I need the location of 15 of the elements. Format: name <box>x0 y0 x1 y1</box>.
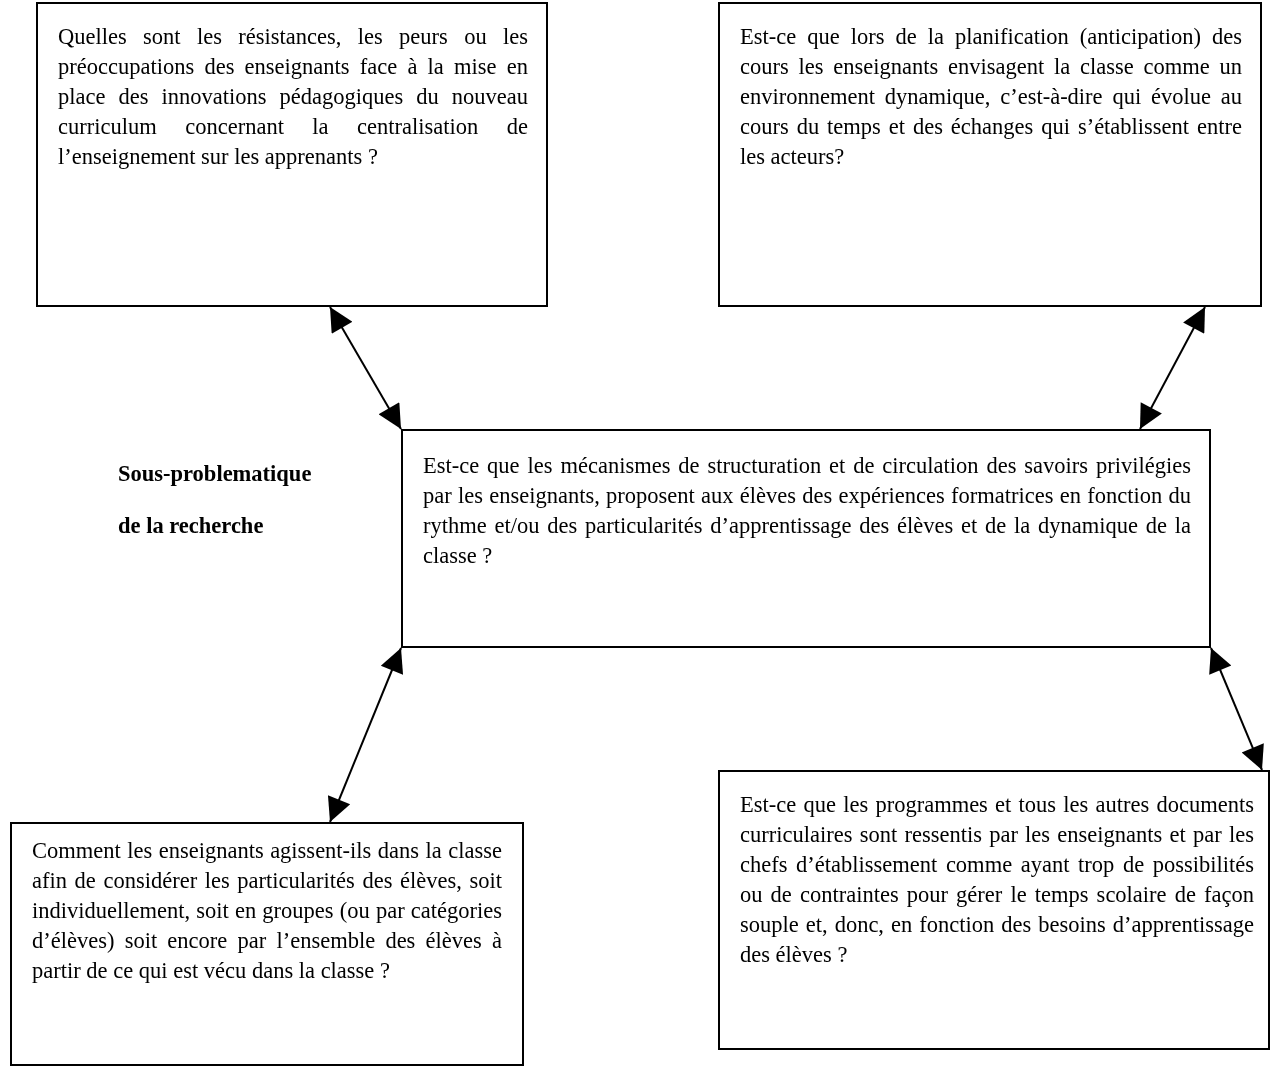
double-arrow <box>329 306 402 430</box>
question-box <box>36 2 548 307</box>
question-text: Quelles sont les résistances, les peurs ou les préoccupations des enseignants face à la mise en place des innovations pédagogiques du nouveau curriculum concernant la centralisation de l’enseignement sur les apprenants ? <box>58 23 528 171</box>
double-arrow <box>1139 306 1206 430</box>
question-text: Comment les enseignants agissent-ils dans la classe afin de considérer les particularités des élèves, soit individuellement, soit en groupes (ou par catégories d’élèves) soit encore par l’ensemble des élèves à partir de ce qui est vécu dans la classe ? <box>32 837 502 985</box>
double-arrow <box>327 647 404 823</box>
question-box <box>401 429 1211 648</box>
question-text: Est-ce que lors de la planification (anticipation) des cours les enseignants envisagent la classe comme un environnement dynamique, c’est-à-dire qui évolue au cours du temps et des échanges qui s’établissent entre les acteurs? <box>740 23 1242 171</box>
question-text: Est-ce que les mécanismes de structuration et de circulation des savoirs privilégies par les enseignants, proposent aux élèves des expériences formatrices en fonction du rythme et/ou des particularités d’apprentissage des élèves et de la dynamique de la classe ? <box>423 452 1191 570</box>
heading-label: Sous-problematique de la recherche <box>118 460 313 540</box>
question-box <box>718 770 1270 1050</box>
double-arrow <box>1209 647 1264 771</box>
question-text: Est-ce que les programmes et tous les autres documents curriculaires sont ressentis par les enseignants et par les chefs d’établissement comme ayant trop de possibilités ou de contraintes pour gérer le temps scolaire de façon souple et, donc, en fonction des besoins d’apprentissage des élèves ? <box>740 791 1254 969</box>
question-box <box>10 822 524 1066</box>
question-box <box>718 2 1262 307</box>
